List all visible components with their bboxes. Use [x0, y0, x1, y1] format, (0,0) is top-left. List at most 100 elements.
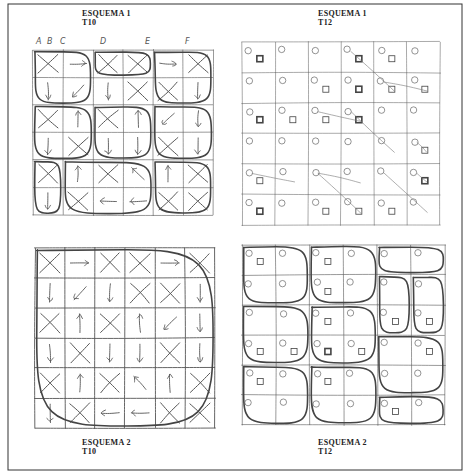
pencil-stroke	[69, 193, 88, 210]
pencil-stroke	[132, 168, 144, 180]
pencil-stroke	[190, 373, 209, 392]
hand-grid	[241, 245, 445, 426]
pencil-stroke	[197, 111, 199, 127]
hand-grid	[242, 41, 441, 225]
pencil-stroke	[377, 245, 378, 425]
hand-grid	[34, 247, 215, 428]
circle-mark	[278, 46, 284, 52]
pencil-stroke	[158, 138, 178, 156]
pencil-stroke	[162, 120, 167, 124]
circle-mark	[381, 370, 387, 376]
circle-mark	[312, 107, 318, 113]
circle-mark	[313, 169, 319, 175]
square-mark	[325, 319, 331, 325]
pencil-stroke	[99, 165, 118, 183]
pencil-stroke	[77, 166, 79, 182]
pencil-stroke	[131, 284, 149, 303]
pencil-stroke	[40, 254, 60, 273]
pencil-stroke	[99, 165, 118, 182]
circle-mark	[245, 281, 251, 287]
pencil-stroke	[108, 138, 109, 154]
circle-mark	[347, 310, 353, 316]
pencil-stroke	[241, 394, 444, 396]
pencil-stroke	[33, 159, 213, 160]
pencil-stroke	[47, 418, 53, 421]
pencil-stroke	[164, 317, 176, 329]
pencil-stroke	[39, 110, 58, 127]
pencil-stroke	[195, 150, 201, 154]
pencil-stroke	[195, 95, 200, 99]
circle-mark	[381, 400, 387, 406]
pencil-stroke	[168, 374, 173, 378]
pencil-stroke	[242, 364, 446, 366]
pencil-stroke	[70, 343, 89, 363]
pencil-stroke	[72, 85, 83, 97]
circle-mark	[279, 200, 285, 206]
pencil-stroke	[33, 104, 213, 105]
circle-mark	[348, 250, 354, 256]
pencil-stroke	[33, 214, 213, 216]
column-letter: D	[100, 37, 106, 46]
pencil-stroke	[39, 164, 58, 183]
pencil-stroke	[77, 314, 83, 318]
pencil-stroke	[35, 367, 215, 368]
pencil-stroke	[108, 298, 113, 302]
circle-mark	[378, 107, 384, 113]
pencil-stroke	[161, 403, 180, 423]
panel-heading: ESQUEMA 2	[318, 438, 367, 447]
square-mark	[290, 117, 296, 123]
circle-mark	[247, 370, 253, 376]
square-mark	[325, 259, 331, 265]
panel-heading: T12	[318, 447, 332, 456]
square-mark	[323, 86, 329, 92]
pencil-stroke	[413, 277, 443, 332]
pencil-stroke	[188, 165, 208, 182]
circle-mark	[279, 250, 285, 256]
circle-mark	[410, 107, 416, 113]
pencil-stroke	[107, 358, 112, 361]
pencil-stroke	[40, 253, 60, 273]
pencil-stroke	[174, 260, 178, 266]
pencil-stroke	[161, 283, 180, 303]
circle-mark	[314, 340, 320, 346]
pencil-stroke	[41, 374, 60, 393]
pencil-stroke	[242, 304, 445, 306]
pencil-stroke	[160, 343, 179, 363]
circle-mark	[348, 340, 354, 346]
circle-mark	[280, 340, 286, 346]
circle-mark	[381, 250, 387, 256]
pencil-stroke	[159, 137, 178, 155]
circle-mark	[280, 311, 286, 317]
pencil-stroke	[161, 284, 180, 303]
pencil-stroke	[128, 82, 148, 101]
pencil-stroke	[312, 307, 376, 363]
pencil-stroke	[190, 404, 210, 422]
circle-mark	[378, 200, 384, 206]
pencil-stroke	[242, 163, 440, 164]
circle-mark	[313, 310, 319, 316]
pencil-stroke	[242, 41, 440, 42]
pencil-stroke	[139, 314, 140, 332]
circle-mark	[344, 46, 350, 52]
pencil-stroke	[71, 343, 89, 362]
pencil-stroke	[166, 166, 171, 170]
pencil-stroke	[40, 314, 59, 333]
pencil-stroke	[133, 168, 137, 173]
pencil-stroke	[439, 42, 441, 224]
pencil-stroke	[82, 61, 86, 67]
panel-heading: T12	[318, 18, 332, 27]
pencil-stroke	[379, 337, 443, 393]
pencil-stroke	[74, 287, 86, 300]
pencil-stroke	[129, 55, 148, 73]
pencil-stroke	[101, 253, 120, 272]
panel-heading: T10	[82, 447, 96, 456]
pencil-stroke	[242, 132, 440, 133]
circle-mark	[415, 370, 421, 376]
pencil-stroke	[244, 367, 308, 424]
pencil-stroke	[198, 358, 203, 362]
circle-mark	[246, 309, 252, 315]
circle-mark	[246, 138, 252, 144]
square-mark	[393, 409, 399, 415]
pencil-stroke	[79, 314, 81, 333]
pencil-stroke	[128, 56, 147, 73]
